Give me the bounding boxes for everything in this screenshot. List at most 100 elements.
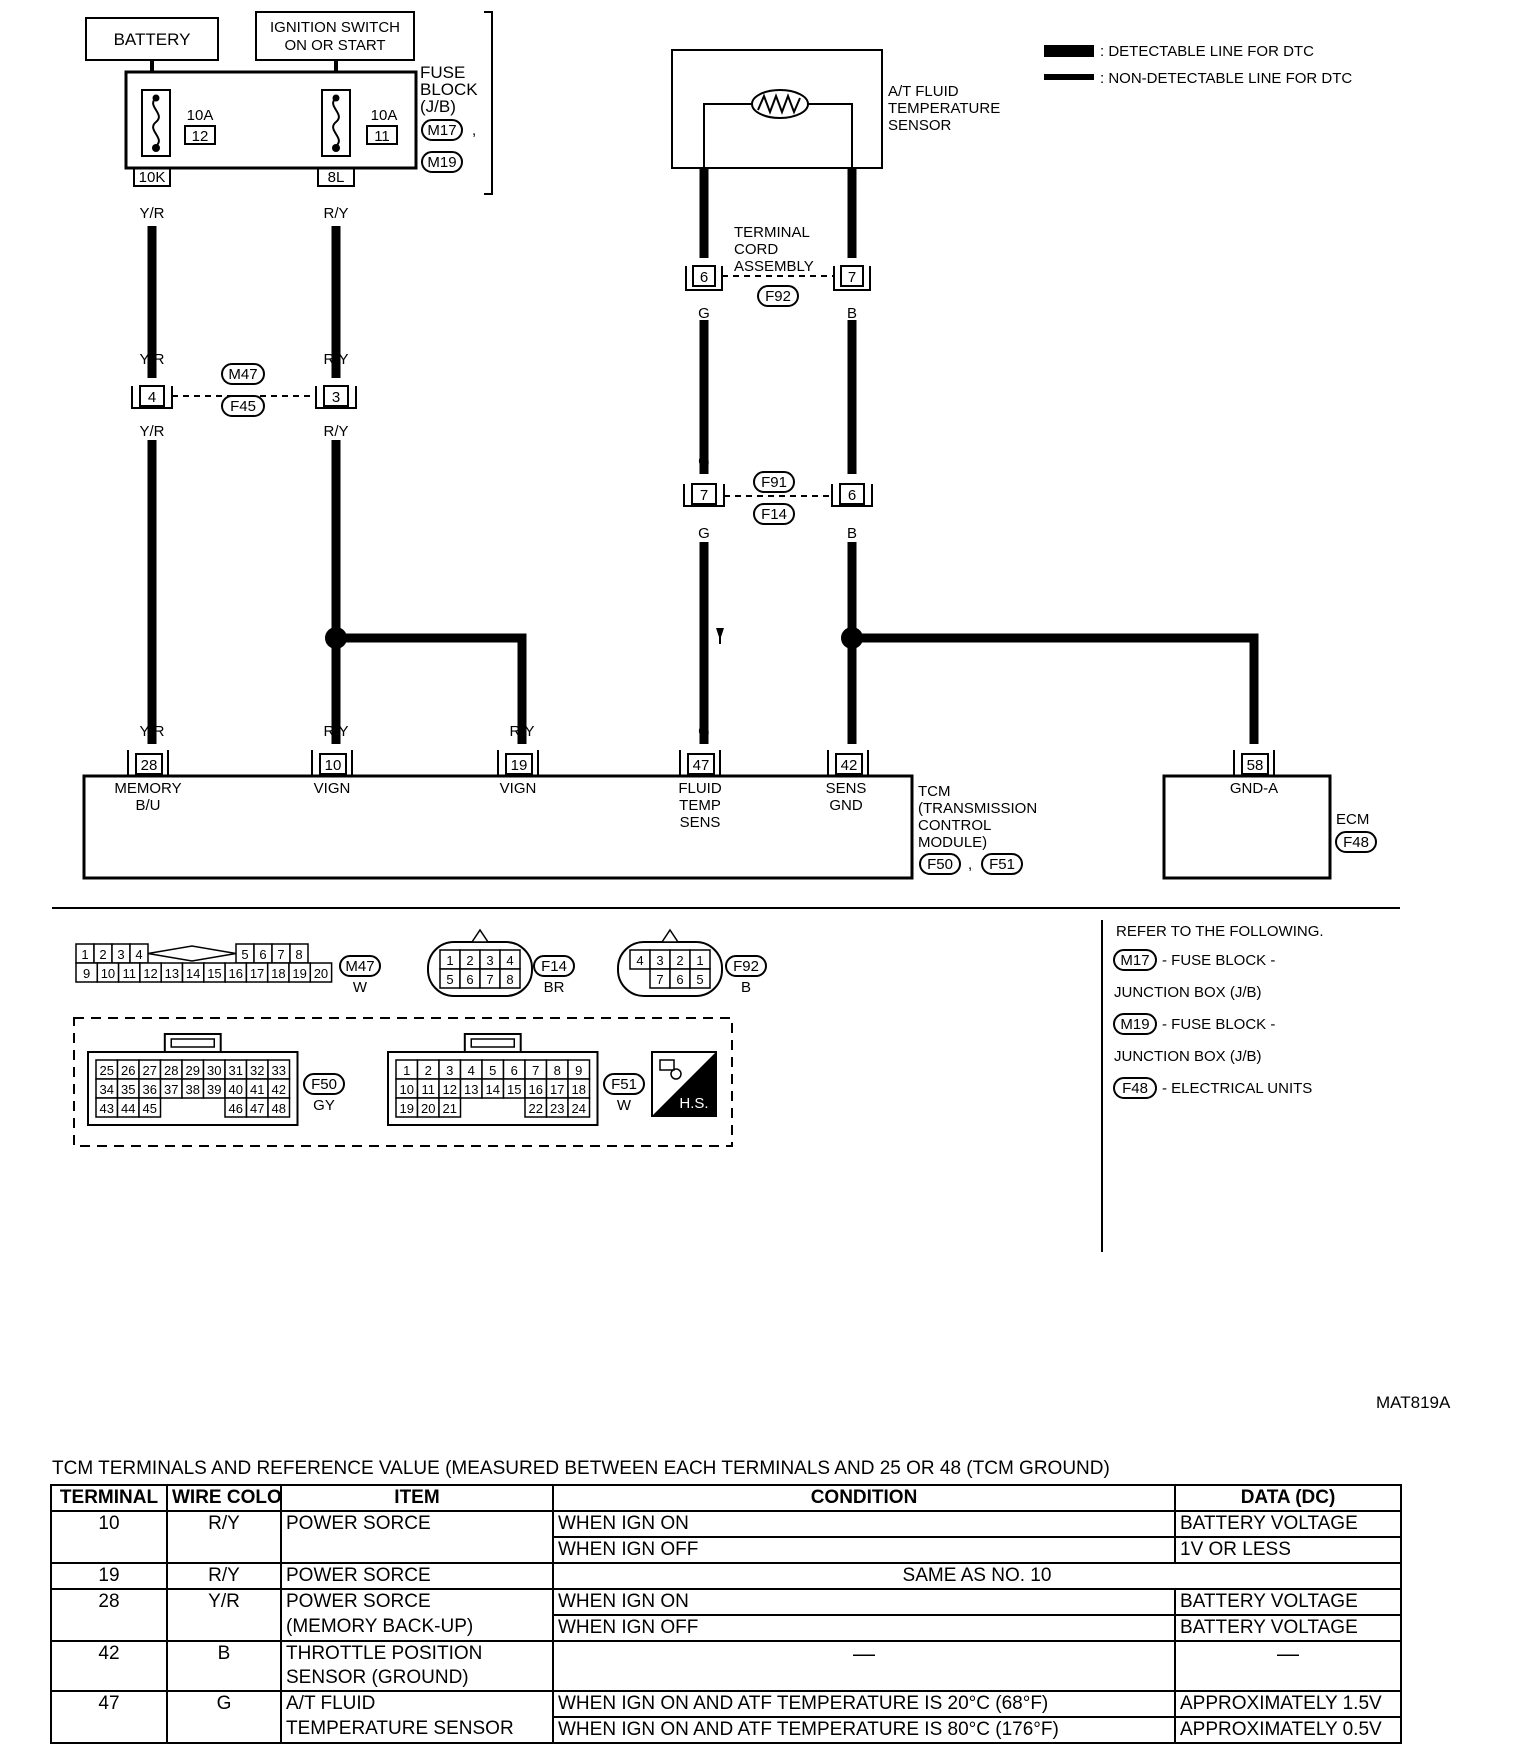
- cell-item: A/T FLUID: [280, 1690, 554, 1717]
- connector-m47-pin-4: 4: [131, 385, 173, 409]
- cell-same-as: SAME AS NO. 10: [552, 1562, 1402, 1590]
- cell-condition: —: [552, 1640, 1176, 1692]
- table-row: 47 G A/T FLUID WHEN IGN ON AND ATF TEMPE…: [50, 1690, 1402, 1744]
- f50-pin-38: 38: [186, 1082, 200, 1097]
- table-header-row: TERMINAL WIRE COLOR ITEM CONDITION DATA …: [50, 1484, 1402, 1512]
- m47-pin-12: 12: [143, 966, 157, 981]
- f51-pin-20: 20: [421, 1101, 435, 1116]
- f50-pin-39: 39: [207, 1082, 221, 1097]
- fuse-12-number: 12: [192, 128, 209, 145]
- cell-data: BATTERY VOLTAGE: [1174, 1588, 1402, 1616]
- fuse-block-code-m17: M17: [427, 122, 456, 139]
- figure-id: MAT819A: [1376, 1393, 1451, 1412]
- cell-item: (MEMORY BACK-UP): [280, 1615, 554, 1642]
- f14-pin-8: 8: [506, 972, 513, 987]
- ecm-label: ECM: [1336, 811, 1369, 828]
- m47-pin-14: 14: [186, 966, 200, 981]
- wire-color-b-4: B: [847, 723, 857, 740]
- f51-pin-23: 23: [550, 1101, 564, 1116]
- refer-code-m17: M17: [1120, 952, 1149, 969]
- terminal-reference-table: TERMINAL WIRE COLOR ITEM CONDITION DATA …: [50, 1484, 1402, 1744]
- wire-color-b-1: B: [847, 305, 857, 322]
- wire-color-ry-3: R/Y: [323, 423, 348, 440]
- refer-f48-line1: - ELECTRICAL UNITS: [1162, 1080, 1312, 1097]
- wire-color-yr-3: Y/R: [139, 423, 164, 440]
- connector-code-f91: F91: [761, 474, 787, 491]
- f50-pin-44: 44: [121, 1101, 135, 1116]
- legend-detectable: : DETECTABLE LINE FOR DTC: [1100, 43, 1314, 60]
- f50-pin-33: 33: [272, 1063, 286, 1078]
- table-row: WHEN IGN OFF 1V OR LESS: [51, 1536, 1402, 1564]
- f51-pin-14: 14: [486, 1082, 500, 1097]
- cell-data: BATTERY VOLTAGE: [1174, 1510, 1402, 1538]
- cell-item: POWER SORCE: [280, 1562, 554, 1590]
- cell-wire: Y/R: [166, 1588, 282, 1642]
- f50-pin-29: 29: [186, 1063, 200, 1078]
- f50-pin-32: 32: [250, 1063, 264, 1078]
- cell-data: APPROXIMATELY 1.5V: [1174, 1690, 1402, 1718]
- f51-pin-17: 17: [550, 1082, 564, 1097]
- connector-f91-pin-7: 7: [683, 483, 725, 507]
- wire-color-g-3: G: [698, 525, 710, 542]
- tcm-pin-19-label: VIGN: [500, 780, 537, 797]
- splice-ry: [325, 627, 347, 649]
- table-row: TEMPERATURE SENSOR WHEN IGN ON AND ATF T…: [51, 1716, 1402, 1744]
- m47-pin-20: 20: [314, 966, 328, 981]
- f50-pin-36: 36: [143, 1082, 157, 1097]
- f51-pin-18: 18: [572, 1082, 586, 1097]
- wiring-diagram: BATTERY IGNITION SWITCH ON OR START 10A …: [52, 11, 1451, 1412]
- f14-pin-4: 4: [506, 953, 513, 968]
- f51-pin-2: 2: [425, 1063, 432, 1078]
- f51-pin-6: 6: [511, 1063, 518, 1078]
- table-row: SENSOR (GROUND): [51, 1666, 1401, 1692]
- wire-color-g-2: G: [698, 453, 710, 470]
- tcm-label-1: TCM: [918, 783, 951, 800]
- refer-code-f48: F48: [1122, 1080, 1148, 1097]
- m47-code: M47: [345, 958, 374, 975]
- fuse-12-amp: 10A: [187, 107, 214, 124]
- cell-wire: R/Y: [166, 1562, 282, 1590]
- svg-text:10: 10: [325, 757, 342, 774]
- f51-pin-19: 19: [400, 1101, 414, 1116]
- tcm-pin-28-label-2: B/U: [135, 797, 160, 814]
- cell-terminal: 47: [50, 1690, 168, 1744]
- f50-pin-48: 48: [272, 1101, 286, 1116]
- tcm-label-4: MODULE): [918, 834, 987, 851]
- ignition-label-line1: IGNITION SWITCH: [270, 19, 400, 36]
- refer-m19-line2: JUNCTION BOX (J/B): [1114, 1048, 1262, 1065]
- m47-pin-10: 10: [101, 966, 115, 981]
- svg-text:3: 3: [332, 389, 340, 406]
- tcm-pin-42-label-2: GND: [829, 797, 863, 814]
- terminal-cord-label-1: TERMINAL: [734, 224, 810, 241]
- tcm-pin-28-label-1: MEMORY: [114, 780, 181, 797]
- m47-pin-2: 2: [99, 947, 106, 962]
- tcm-pin-47-label-1: FLUID: [678, 780, 722, 797]
- connector-code-f14: F14: [761, 506, 787, 523]
- fuse-11-amp: 10A: [371, 107, 398, 124]
- tcm-label-2: (TRANSMISSION: [918, 800, 1037, 817]
- hs-badge-label: H.S.: [679, 1095, 708, 1112]
- f14-pin-1: 1: [446, 953, 453, 968]
- m47-pin-18: 18: [271, 966, 285, 981]
- wire-color-ry-5: R/Y: [509, 723, 534, 740]
- f51-color: W: [617, 1097, 632, 1114]
- connector-code-f92: F92: [765, 288, 791, 305]
- wire-color-b-2: B: [847, 453, 857, 470]
- f92-pin-7: 7: [656, 972, 663, 987]
- f51-pin-11: 11: [422, 1082, 436, 1097]
- f51-pin-9: 9: [575, 1063, 582, 1078]
- f51-pin-10: 10: [400, 1082, 414, 1097]
- f51-pin-8: 8: [554, 1063, 561, 1078]
- fuse-block-title-2: BLOCK: [420, 80, 478, 99]
- legend-non-detectable-swatch: [1044, 74, 1094, 80]
- cell-condition: WHEN IGN OFF: [552, 1614, 1176, 1642]
- f51-pin-13: 13: [464, 1082, 478, 1097]
- terminal-cord-label-2: CORD: [734, 241, 778, 258]
- m47-pin-4: 4: [135, 947, 142, 962]
- f50-color: GY: [313, 1097, 335, 1114]
- fuse-block: [124, 70, 418, 170]
- cell-item: POWER SORCE: [280, 1510, 554, 1564]
- svg-text:7: 7: [700, 487, 708, 504]
- table-row: 42 B THROTTLE POSITION — —: [50, 1640, 1402, 1692]
- cell-data: 1V OR LESS: [1174, 1536, 1402, 1564]
